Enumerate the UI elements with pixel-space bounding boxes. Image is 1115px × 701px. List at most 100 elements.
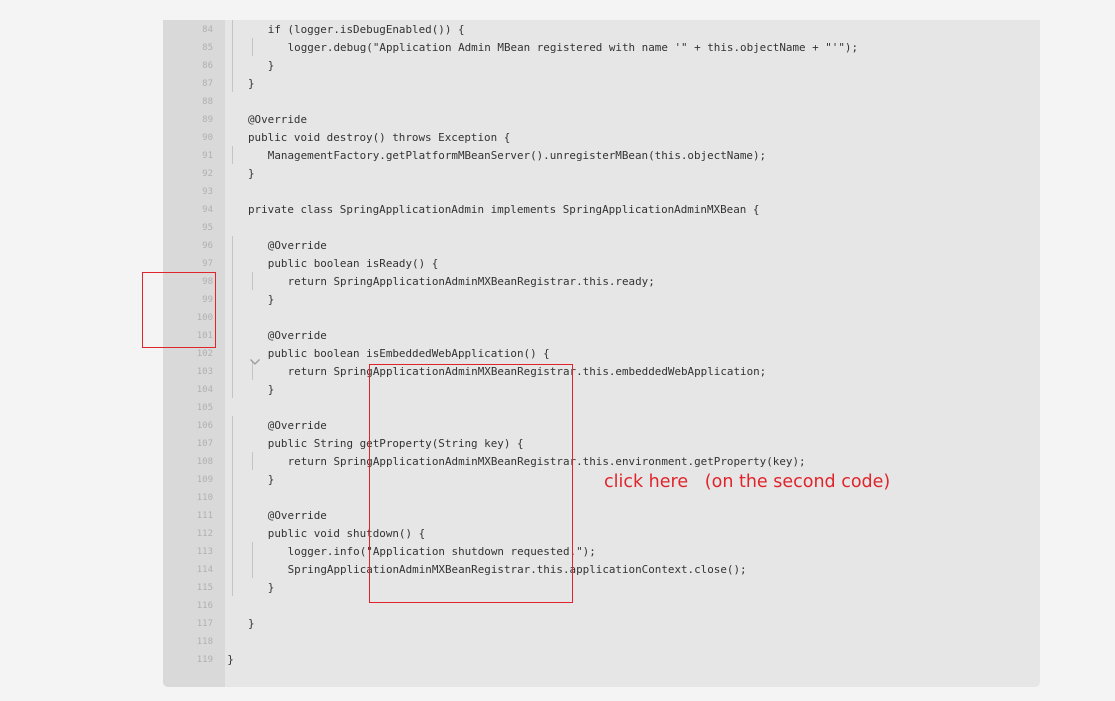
code-line[interactable]: 108 return SpringApplicationAdminMXBeanRe… — [163, 453, 1040, 471]
code-text: } — [248, 617, 255, 630]
line-number: 113 — [196, 547, 213, 557]
code-line[interactable]: 93 — [163, 183, 1040, 201]
code-line[interactable]: 97 public boolean isReady() { — [163, 255, 1040, 273]
code-line[interactable]: 114 SpringApplicationAdminMXBeanRegistrar… — [163, 561, 1040, 579]
code-line[interactable]: 92} — [163, 165, 1040, 183]
line-number: 92 — [202, 169, 213, 179]
line-number: 84 — [202, 25, 213, 35]
line-number: 103 — [196, 367, 213, 377]
code-text: @Override — [267, 509, 327, 522]
line-number: 94 — [202, 205, 213, 215]
code-text: SpringApplicationAdminMXBeanRegistrar.th… — [287, 563, 747, 576]
code-line[interactable]: 111 @Override — [163, 507, 1040, 525]
code-line[interactable]: 117} — [163, 615, 1040, 633]
line-number: 105 — [196, 403, 213, 413]
code-line[interactable]: 116 — [163, 597, 1040, 615]
line-number: 107 — [196, 439, 213, 449]
line-number: 97 — [202, 259, 213, 269]
highlight-box-line-numbers — [142, 272, 216, 348]
code-line[interactable]: 104} — [163, 381, 1040, 399]
line-number: 90 — [202, 133, 213, 143]
indent-guide — [252, 272, 253, 290]
line-number: 109 — [196, 475, 213, 485]
code-text: @Override — [248, 113, 308, 126]
code-line[interactable]: 115} — [163, 579, 1040, 597]
line-number: 111 — [196, 511, 213, 521]
indent-guide — [232, 416, 233, 596]
code-text: @Override — [267, 239, 327, 252]
line-number: 104 — [196, 385, 213, 395]
line-number: 89 — [202, 115, 213, 125]
line-number: 100 — [196, 313, 213, 323]
code-line[interactable]: 109} — [163, 471, 1040, 489]
code-line[interactable]: 105 — [163, 399, 1040, 417]
code-text: } — [267, 581, 275, 594]
indent-guide — [252, 452, 253, 470]
line-number: 114 — [196, 565, 213, 575]
code-text: public boolean isEmbeddedWebApplication(… — [267, 347, 550, 360]
code-line[interactable]: 85 logger.debug("Application Admin MBean … — [163, 39, 1040, 57]
code-text: logger.info("Application shutdown reques… — [287, 545, 596, 558]
code-text: return SpringApplicationAdminMXBeanRegis… — [287, 365, 767, 378]
line-number: 119 — [196, 655, 213, 665]
code-text: return SpringApplicationAdminMXBeanRegis… — [287, 275, 655, 288]
code-line[interactable]: 95 — [163, 219, 1040, 237]
code-line[interactable]: 87} — [163, 75, 1040, 93]
indent-guide — [252, 38, 253, 56]
line-number: 110 — [196, 493, 213, 503]
code-text: @Override — [267, 419, 327, 432]
indent-guide — [232, 146, 233, 164]
highlight-box-code[interactable] — [369, 364, 573, 603]
code-text: } — [267, 383, 275, 396]
code-line[interactable]: 107 public String getProperty(String key)… — [163, 435, 1040, 453]
code-line[interactable]: 119} — [163, 651, 1040, 669]
chevron-down-icon[interactable] — [249, 353, 261, 365]
code-text: logger.debug("Application Admin MBean re… — [287, 41, 859, 54]
line-number: 96 — [202, 241, 213, 251]
code-line[interactable]: 99} — [163, 291, 1040, 309]
code-text: return SpringApplicationAdminMXBeanRegis… — [287, 455, 806, 468]
code-line[interactable]: 101@Override — [163, 327, 1040, 345]
code-line[interactable]: 88 — [163, 93, 1040, 111]
code-line[interactable]: 113 logger.info("Application shutdown req… — [163, 543, 1040, 561]
line-number: 87 — [202, 79, 213, 89]
code-text: } — [248, 77, 255, 90]
code-text: } — [267, 293, 275, 306]
code-line[interactable]: 118 — [163, 633, 1040, 651]
code-text: ManagementFactory.getPlatformMBeanServer… — [267, 149, 767, 162]
code-line[interactable]: 90 public void destroy() throws Exception… — [163, 129, 1040, 147]
code-text: public void destroy() throws Exception { — [248, 131, 511, 144]
code-line[interactable]: 86} — [163, 57, 1040, 75]
line-number-gutter — [163, 20, 225, 687]
line-number: 108 — [196, 457, 213, 467]
code-text: public String getProperty(String key) { — [267, 437, 524, 450]
code-line[interactable]: 98 return SpringApplicationAdminMXBeanReg… — [163, 273, 1040, 291]
code-text: public boolean isReady() { — [267, 257, 439, 270]
line-number: 99 — [202, 295, 213, 305]
line-number: 118 — [196, 637, 213, 647]
code-text: @Override — [267, 329, 327, 342]
code-text: } — [227, 653, 234, 666]
code-line[interactable]: 110 — [163, 489, 1040, 507]
line-number: 88 — [202, 97, 213, 107]
line-number: 93 — [202, 187, 213, 197]
line-number: 116 — [196, 601, 213, 611]
line-number: 117 — [196, 619, 213, 629]
code-line[interactable]: 103 return SpringApplicationAdminMXBeanRe… — [163, 363, 1040, 381]
code-line[interactable]: 100 — [163, 309, 1040, 327]
annotation-note: click here (on the second code) — [604, 472, 891, 492]
indent-guide — [232, 326, 233, 398]
code-line[interactable]: 106@Override — [163, 417, 1040, 435]
line-number: 98 — [202, 277, 213, 287]
indent-guide — [252, 362, 253, 380]
code-line[interactable]: 96 @Override — [163, 237, 1040, 255]
indent-guide — [252, 542, 253, 578]
line-number: 85 — [202, 43, 213, 53]
code-line[interactable]: 89 @Override — [163, 111, 1040, 129]
